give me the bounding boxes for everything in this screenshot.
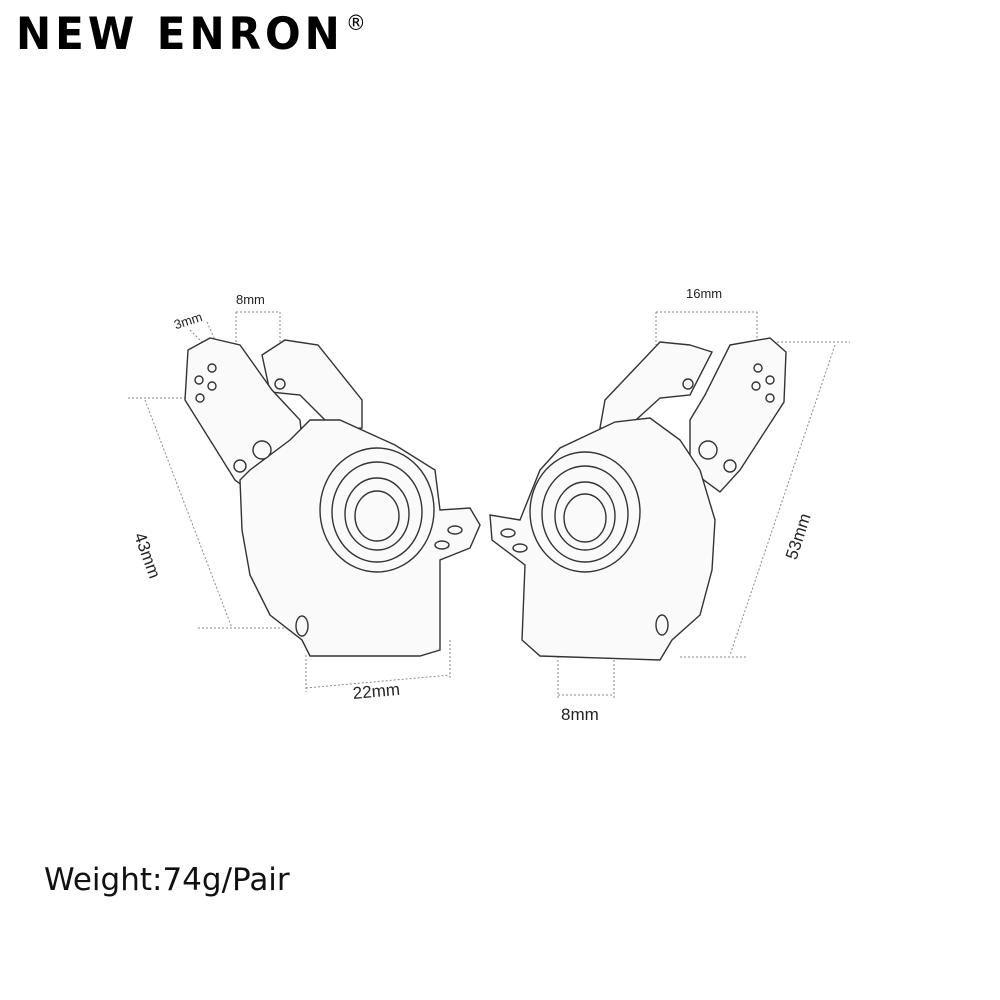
- brand-logo: NEW ENRON®: [16, 8, 366, 59]
- brand-name: NEW ENRON: [16, 8, 344, 60]
- dim-top-right-width: 16mm: [686, 286, 723, 301]
- left-steering-knuckle: [184, 337, 481, 657]
- right-steering-knuckle: [489, 337, 787, 661]
- dim-left-bottom-width: 22mm: [352, 679, 401, 703]
- dim-right-bottom-width: 8mm: [561, 705, 599, 724]
- dimension-lines: [128, 311, 850, 698]
- registered-mark: ®: [345, 10, 366, 36]
- dim-top-left-width: 8mm: [236, 292, 265, 307]
- weight-text: Weight:74g/Pair: [44, 862, 290, 898]
